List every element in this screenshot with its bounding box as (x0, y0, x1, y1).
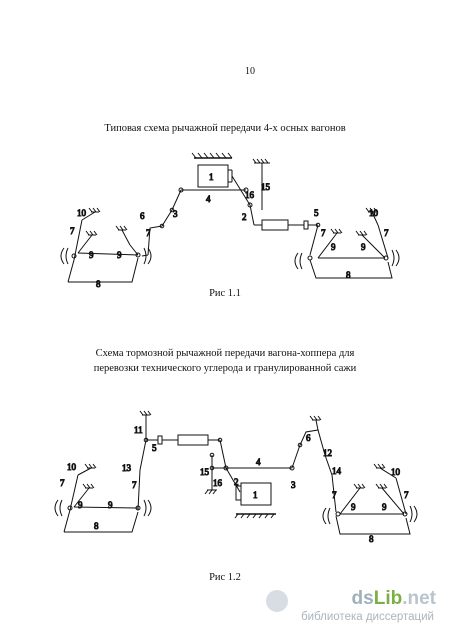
watermark-tagline: библиотека диссертаций (301, 611, 434, 623)
fig2-label-4: 4 (256, 457, 261, 467)
fig1-label-15: 15 (261, 182, 271, 192)
figure2-caption-line2: перевозки технического углерода и гранул… (93, 363, 357, 374)
fig1-label-5: 5 (314, 208, 319, 218)
fig2-label-10b: 10 (391, 467, 401, 477)
figure2-caption-line1: Схема тормозной рычажной передачи вагона… (95, 348, 355, 359)
fig1-label-4: 4 (206, 194, 211, 204)
fig1-label-9a: 9 (89, 250, 94, 260)
fig2-label-6: 6 (306, 433, 311, 443)
fig2-label-5: 5 (152, 443, 157, 453)
fig2-label-9c: 9 (351, 502, 356, 512)
fig1-label-3: 3 (173, 209, 178, 219)
fig1-label-7d: 7 (384, 228, 389, 238)
watermark-logo-icon (266, 590, 288, 612)
fig2-label-7b: 7 (132, 480, 137, 490)
fig2-label-10a: 10 (67, 462, 77, 472)
fig2-label-9b: 9 (108, 500, 113, 510)
watermark: dsLib.net библиотека диссертаций (262, 588, 442, 632)
fig1-label-9b: 9 (117, 250, 122, 260)
fig1-label-10b: 10 (369, 208, 379, 218)
fig1-label-1: 1 (209, 172, 214, 182)
fig2-label-1: 1 (253, 490, 258, 500)
fig2-label-7c: 7 (332, 490, 337, 500)
fig1-label-8a: 8 (96, 279, 101, 289)
fig2-label-12: 12 (323, 448, 332, 458)
figure1-label: Рис 1.1 (209, 288, 241, 299)
fig1-label-8b: 8 (346, 270, 351, 280)
fig2-label-8b: 8 (369, 534, 374, 544)
fig2-label-7d: 7 (404, 490, 409, 500)
fig2-label-9d: 9 (382, 502, 387, 512)
figure2-label: Рис 1.2 (209, 572, 241, 583)
fig1-label-6: 6 (140, 211, 145, 221)
fig2-label-3: 3 (291, 480, 296, 490)
fig1-label-9d: 9 (361, 242, 366, 252)
figure1-caption: Типовая схема рычажной передачи 4-х осны… (104, 123, 346, 134)
fig2-label-7a: 7 (60, 478, 65, 488)
fig1-label-2: 2 (242, 212, 247, 222)
fig1-label-7a: 7 (70, 226, 75, 236)
page-number: 10 (245, 66, 255, 77)
fig1-label-16: 16 (245, 190, 255, 200)
fig2-label-16: 16 (213, 478, 223, 488)
fig2-label-15: 15 (200, 467, 210, 477)
fig2-label-14: 14 (332, 466, 342, 476)
fig2-label-9a: 9 (78, 500, 83, 510)
watermark-logo: dsLib.net (351, 588, 436, 609)
fig2-label-13: 13 (122, 463, 132, 473)
fig1-label-10a: 10 (77, 208, 87, 218)
fig1-label-7c: 7 (321, 228, 326, 238)
fig2-label-11: 11 (134, 425, 143, 435)
fig1-label-9c: 9 (331, 242, 336, 252)
fig2-label-2: 2 (234, 477, 239, 487)
fig1-label-7b: 7 (146, 228, 151, 238)
fig2-label-8a: 8 (94, 521, 99, 531)
